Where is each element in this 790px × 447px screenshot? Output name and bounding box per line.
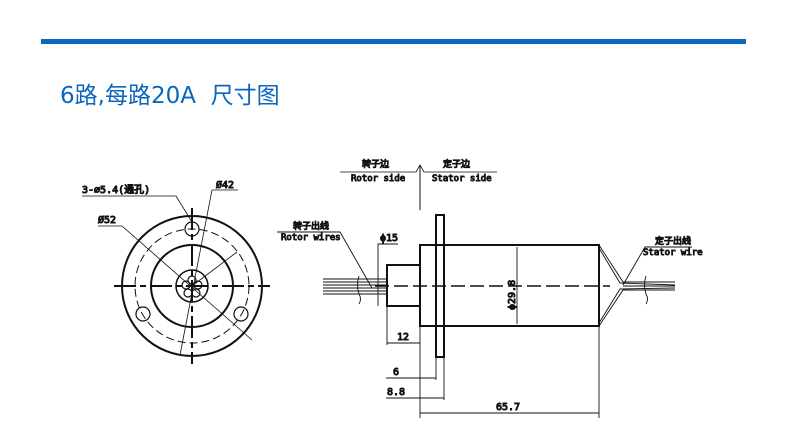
stator-wires-en: Stator wire — [643, 248, 703, 258]
rotor-side-en: Rotor side — [351, 174, 405, 184]
dim-6: 6 — [393, 367, 399, 378]
dim-12: 12 — [397, 332, 409, 343]
header-bar — [41, 39, 746, 44]
rotor-wires-en: Rotor wires — [281, 233, 341, 243]
diameter-42-label: Ø42 — [216, 179, 234, 191]
dim-65-7: 65.7 — [496, 402, 520, 413]
page-title: 6路,每路20A 尺寸图 — [60, 83, 280, 109]
diameter-15-label: ϕ15 — [380, 233, 398, 244]
mounting-hole — [135, 306, 151, 322]
diameter-52-label: Ø52 — [98, 214, 116, 226]
side-view — [277, 164, 692, 418]
front-view — [82, 189, 270, 364]
holes-label: 3-⌀5.4(通孔) — [82, 184, 150, 196]
rotor-wires-cn: 转子出线 — [293, 220, 329, 232]
stator-side-cn: 定子边 — [443, 158, 470, 170]
stator-wires-cn: 定子出线 — [655, 235, 691, 247]
dim-8-8: 8.8 — [387, 387, 405, 398]
diameter-29-8-label: ϕ29.8 — [507, 280, 518, 310]
stator-side-en: Stator side — [432, 174, 492, 184]
mounting-hole — [233, 306, 249, 322]
rotor-side-cn: 转子边 — [362, 158, 389, 170]
